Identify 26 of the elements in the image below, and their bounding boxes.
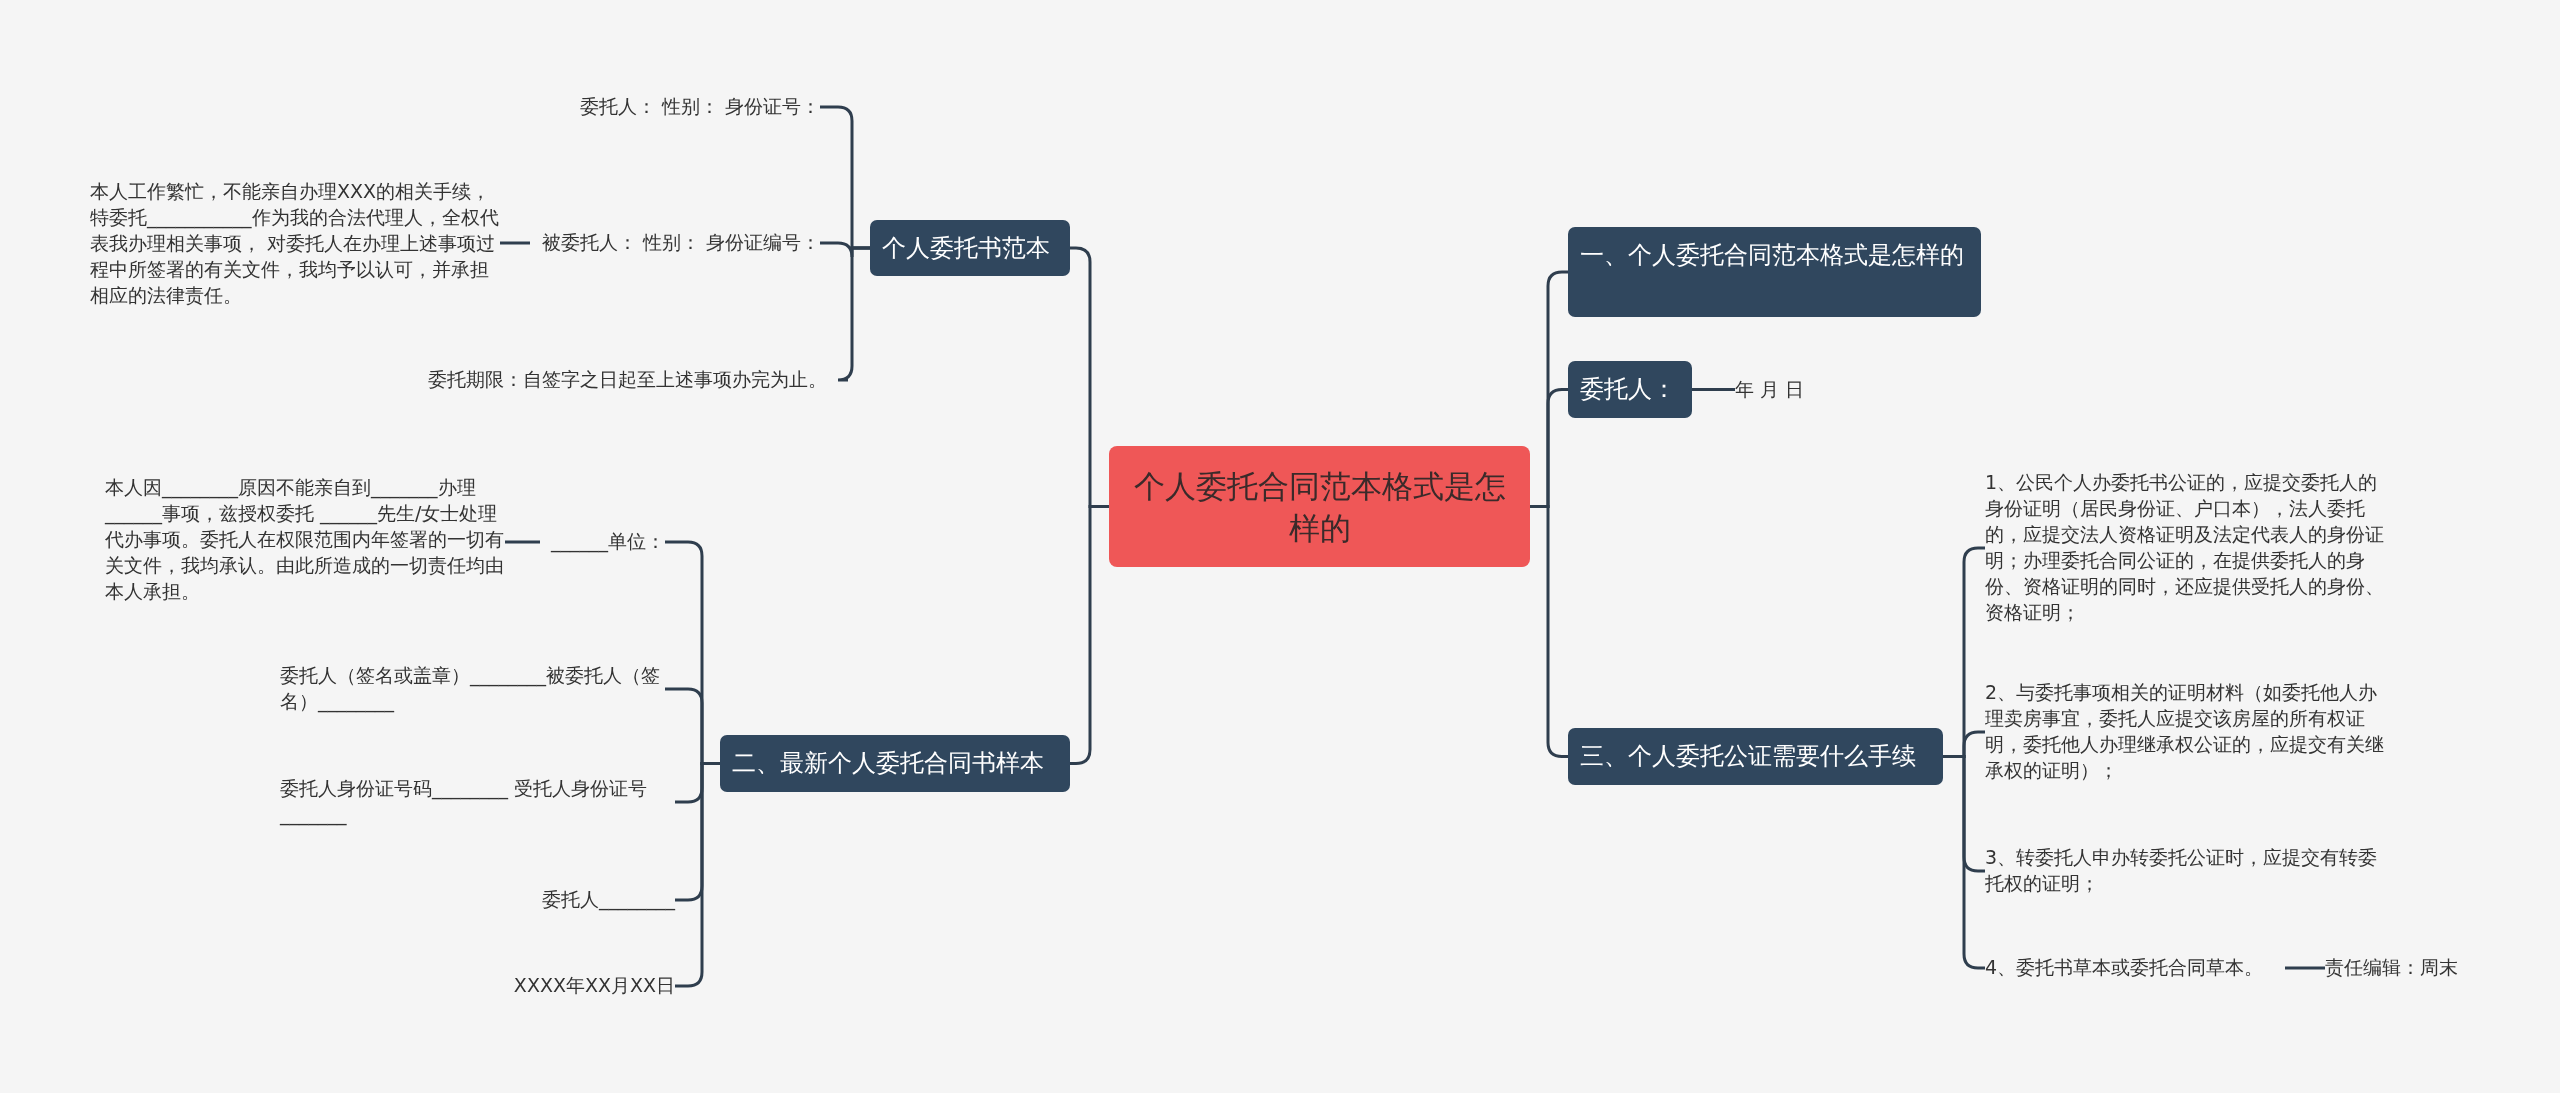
connector bbox=[1692, 388, 1735, 391]
topic-box: 个人委托书范本 bbox=[870, 220, 1070, 276]
topic-box: 一、个人委托合同范本格式是怎样的 bbox=[1568, 227, 1981, 317]
branch-text: 2、与委托事项相关的证明材料（如委托他人办理卖房事宜，委托人应提交该房屋的所有权证明，委托他人办理继承权公证的，应提交有关继承权的证明）； bbox=[1985, 679, 2385, 783]
branch-text: 委托期限：自签字之日起至上述事项办完为止。 bbox=[428, 366, 848, 392]
branch-text: 3、转委托人申办转委托公证时，应提交有转委托权的证明； bbox=[1985, 844, 2385, 896]
branch-text: 委托人________ bbox=[480, 886, 675, 912]
branch-text: 年 月 日 bbox=[1735, 376, 1845, 402]
branch-text: 委托人： 性别： 身份证号： bbox=[500, 93, 820, 119]
topic-box: 委托人： bbox=[1568, 361, 1692, 418]
branch-text: 责任编辑：周末 bbox=[2325, 954, 2475, 980]
branch-text: XXXX年XX月XX日 bbox=[440, 972, 675, 998]
connector bbox=[500, 241, 530, 245]
branch-text: ______单位： bbox=[540, 528, 665, 554]
branch-text: 1、公民个人办委托书公证的，应提交委托人的身份证明（居民身份证、户口本），法人委托的，应提交法人资格证明及法定代表人的身份证明；办理委托合同公证的，在提供委托人的身份、资格证明的同时，还应提供受托人的身份、资格证明； bbox=[1985, 469, 2385, 625]
branch-text: 委托人（签名或盖章）________被委托人（签名）________ bbox=[280, 662, 665, 714]
connector bbox=[505, 540, 540, 544]
topic-box: 三、个人委托公证需要什么手续 bbox=[1568, 728, 1943, 785]
connector bbox=[2285, 966, 2325, 970]
topic-box: 二、最新个人委托合同书样本 bbox=[720, 735, 1070, 792]
branch-text: 委托人身份证号码________ 受托人身份证号_______ bbox=[280, 775, 675, 827]
branch-text: 4、委托书草本或委托合同草本。 bbox=[1985, 954, 2285, 980]
branch-text: 被委托人： 性别： 身份证编号： bbox=[530, 229, 820, 255]
branch-text: 本人工作繁忙，不能亲自办理XXX的相关手续，特委托___________作为我的合法代理人，全权代表我办理相关事项， 对委托人在办理上述事项过程中所签署的有关文件，我均予以认可，并承担相应的法律责任。 bbox=[90, 178, 500, 308]
branch-text: 本人因________原因不能亲自到_______办理______事项，兹授权委托 ______先生/女士处理代办事项。委托人在权限范围内年签署的一切有关文件，我均承认。由此所造成的一切责任均由本人承担。 bbox=[105, 474, 505, 604]
central-topic-box: 个人委托合同范本格式是怎样的 bbox=[1109, 446, 1530, 567]
